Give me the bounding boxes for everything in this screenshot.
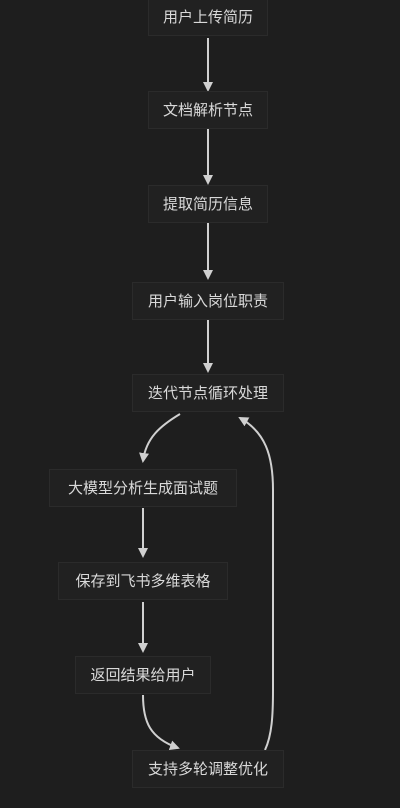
- node-llm-generate-questions: 大模型分析生成面试题: [49, 469, 237, 507]
- edge-iterate-to-model: [139, 413, 181, 463]
- node-multi-round-adjust: 支持多轮调整优化: [132, 750, 284, 788]
- node-iterate-loop: 迭代节点循环处理: [132, 374, 284, 412]
- edge-return-to-adjust: [142, 694, 180, 751]
- edge-adjust-loop-to-iterate: [238, 417, 274, 751]
- node-extract-resume-info: 提取简历信息: [148, 185, 268, 223]
- node-upload-resume: 用户上传简历: [148, 0, 268, 36]
- node-return-result: 返回结果给用户: [75, 656, 211, 694]
- node-input-job-duties: 用户输入岗位职责: [132, 282, 284, 320]
- node-save-to-feishu: 保存到飞书多维表格: [58, 562, 228, 600]
- node-document-parse: 文档解析节点: [148, 91, 268, 129]
